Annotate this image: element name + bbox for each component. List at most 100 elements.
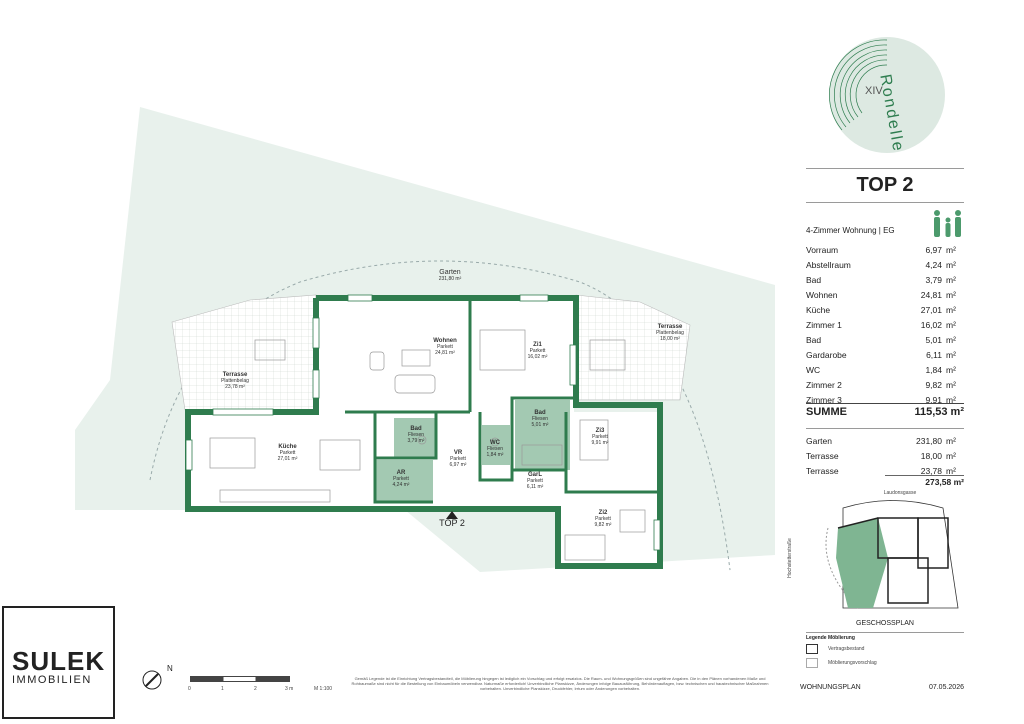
area-row-unit: m² bbox=[946, 350, 956, 360]
north-label: N bbox=[167, 664, 173, 673]
area-row-name: Garten bbox=[806, 436, 832, 446]
area-row-name: Zimmer 2 bbox=[806, 380, 842, 390]
area-row-unit: m² bbox=[946, 275, 956, 285]
outdoor-total: 273,58 m² bbox=[925, 477, 964, 487]
legend-item-contract: Vertragsbestand bbox=[828, 646, 865, 652]
area-row-name: Bad bbox=[806, 275, 822, 285]
family-icon bbox=[934, 210, 961, 237]
area-row-area: 9,82 bbox=[925, 380, 942, 390]
area-row-unit: m² bbox=[946, 451, 956, 461]
area-row-area: 3,79 bbox=[925, 275, 942, 285]
storage-fill bbox=[375, 460, 433, 502]
area-row-name: Abstellraum bbox=[806, 260, 851, 270]
street-top: Laudonsgasse bbox=[883, 490, 917, 496]
sum-label: SUMME bbox=[806, 406, 847, 418]
area-row: Küche 27,01 m² bbox=[806, 303, 964, 317]
area-row-name: Terrasse bbox=[806, 451, 839, 461]
furniture bbox=[209, 329, 646, 561]
area-row-name: Zimmer 1 bbox=[806, 320, 842, 330]
area-row-unit: m² bbox=[946, 436, 956, 446]
area-row-unit: m² bbox=[946, 466, 956, 476]
area-row: Gardarobe 6,11 m² bbox=[806, 348, 964, 362]
scale-bar bbox=[190, 676, 290, 682]
disclaimer: Gemäß Legende ist die Einrichtung Vertra… bbox=[351, 676, 769, 691]
bathroom-2-fill bbox=[515, 400, 570, 470]
legend-item-furniture: Möblierungsvorschlag bbox=[828, 660, 877, 666]
area-row: WC 1,84 m² bbox=[806, 363, 964, 377]
site-caption: GESCHOSSPLAN bbox=[856, 620, 914, 627]
area-row-name: Küche bbox=[806, 305, 831, 315]
scale-tick-2: 2 bbox=[254, 686, 257, 692]
area-row-unit: m² bbox=[946, 260, 956, 270]
area-row: Vorraum 6,97 m² bbox=[806, 243, 964, 257]
floor-plan bbox=[75, 107, 775, 572]
sum-value: 115,53 m² bbox=[914, 406, 964, 418]
area-row-name: Vorraum bbox=[806, 245, 839, 255]
legend-swatch-contract bbox=[806, 644, 818, 654]
area-row-unit: m² bbox=[946, 335, 956, 345]
area-row-area: 1,84 bbox=[925, 365, 942, 375]
footer-date: 07.05.2026 bbox=[928, 684, 964, 691]
area-row-name: Terrasse bbox=[806, 466, 839, 476]
area-row-area: 16,02 bbox=[920, 320, 942, 330]
area-row-unit: m² bbox=[946, 365, 956, 375]
north-arrow-icon bbox=[142, 670, 162, 690]
area-row-area: 6,97 bbox=[925, 245, 942, 255]
bathroom-1-fill bbox=[394, 418, 436, 458]
legend-title: Legende Möblierung bbox=[806, 635, 855, 641]
area-row: Bad 3,79 m² bbox=[806, 273, 964, 287]
area-row-area: 9,91 bbox=[925, 395, 942, 405]
area-row-area: 18,00 bbox=[920, 451, 942, 461]
area-row: Zimmer 1 16,02 m² bbox=[806, 318, 964, 332]
scale-tick-1: 1 bbox=[221, 686, 224, 692]
area-row-name: WC bbox=[806, 365, 821, 375]
area-row-unit: m² bbox=[946, 380, 956, 390]
area-row-area: 24,81 bbox=[920, 290, 942, 300]
inner-walls bbox=[345, 298, 660, 504]
area-row-area: 27,01 bbox=[920, 305, 942, 315]
area-row-area: 5,01 bbox=[925, 335, 942, 345]
area-row-name: Gardarobe bbox=[806, 350, 847, 360]
entrance-label: TOP 2 bbox=[439, 518, 465, 528]
area-row: Terrasse 23,78 m² bbox=[806, 464, 964, 478]
scale-ratio: M 1:100 bbox=[314, 686, 333, 692]
area-row-unit: m² bbox=[946, 395, 956, 405]
entrance-arrow bbox=[446, 511, 458, 519]
area-row: Zimmer 2 9,82 m² bbox=[806, 378, 964, 392]
area-row-name: Zimmer 3 bbox=[806, 395, 842, 405]
scale-tick-3: 3 m bbox=[285, 686, 294, 692]
logo-numeral: XIV bbox=[865, 85, 883, 97]
street-left: Hochstetterstraße bbox=[786, 538, 793, 578]
area-row: Wohnen 24,81 m² bbox=[806, 288, 964, 302]
area-row-unit: m² bbox=[946, 305, 956, 315]
area-row-unit: m² bbox=[946, 320, 956, 330]
apartment-title: TOP 2 bbox=[856, 174, 914, 196]
area-row: Terrasse 18,00 m² bbox=[806, 449, 964, 463]
area-row-unit: m² bbox=[946, 245, 956, 255]
walls bbox=[185, 295, 663, 569]
rondelle-logo bbox=[829, 37, 945, 153]
area-row-unit: m² bbox=[946, 290, 956, 300]
brand-logo: SULEK IMMOBILIEN bbox=[2, 606, 115, 719]
area-row-area: 23,78 bbox=[920, 466, 942, 476]
site-plan bbox=[825, 500, 959, 609]
area-row-area: 6,11 bbox=[926, 350, 942, 360]
area-row-name: Wohnen bbox=[806, 290, 838, 300]
apartment-type: 4-Zimmer Wohnung | EG bbox=[806, 226, 895, 235]
